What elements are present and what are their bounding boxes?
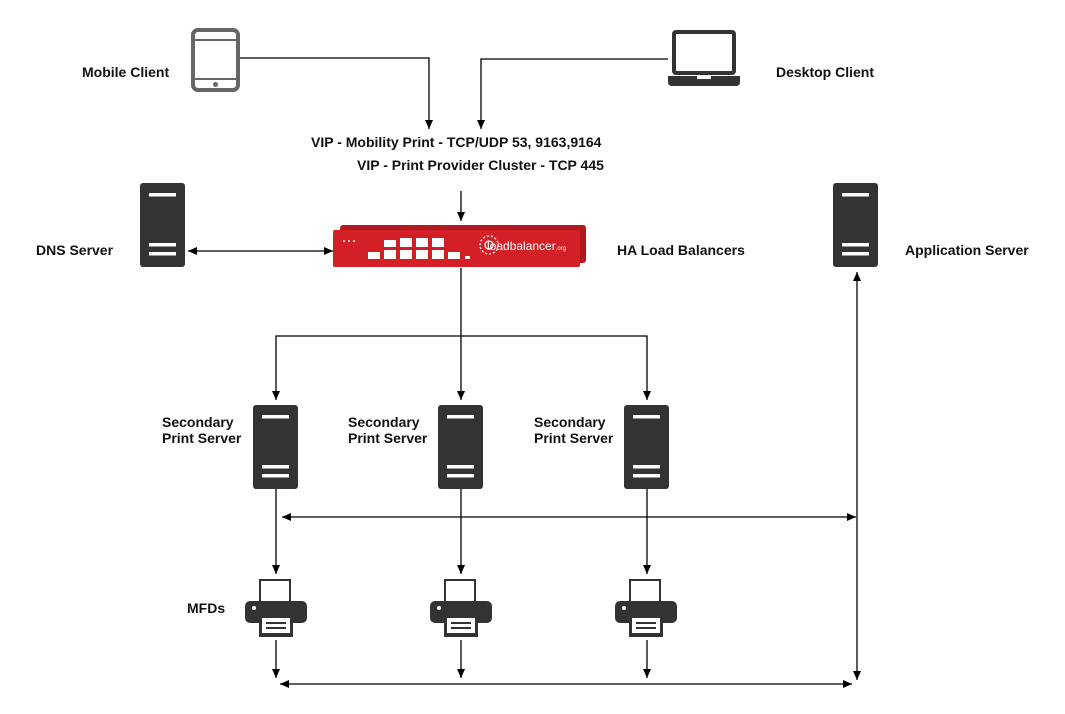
load-balancer-brand-text: loadbalancer.org — [487, 239, 566, 253]
print-server-2-line1: Secondary — [348, 414, 420, 430]
print-server-3-line1: Secondary — [534, 414, 606, 430]
mobile-client-label: Mobile Client — [82, 64, 170, 80]
dns-server-icon — [140, 183, 185, 267]
desktop-client-label: Desktop Client — [776, 64, 875, 80]
connectors — [188, 57, 861, 688]
application-server-label: Application Server — [905, 242, 1029, 258]
print-server-1-icon — [253, 405, 298, 489]
print-server-2-line2: Print Server — [348, 430, 428, 446]
print-server-1-line2: Print Server — [162, 430, 242, 446]
vip-print-provider-label: VIP - Print Provider Cluster - TCP 445 — [357, 157, 604, 173]
dns-server-label: DNS Server — [36, 242, 114, 258]
brand-text: loadbalancer — [487, 239, 556, 253]
connector-lb-branch-right — [461, 335, 651, 400]
connector-lb-branch-left — [272, 335, 461, 400]
application-server-icon — [833, 183, 878, 267]
print-server-3-icon — [624, 405, 669, 489]
vip-mobility-print-label: VIP - Mobility Print - TCP/UDP 53, 9163,… — [311, 134, 602, 150]
mfd-1-printer-icon — [244, 579, 308, 638]
mfds-label: MFDs — [187, 600, 226, 616]
print-server-1-label: Secondary Print Server — [162, 414, 241, 446]
mfd-2-printer-icon — [429, 579, 493, 638]
laptop-icon — [668, 30, 740, 86]
connector-mobile-to-vip — [238, 57, 433, 129]
mfd-3-printer-icon — [614, 579, 678, 638]
mobile-phone-icon — [191, 28, 240, 92]
connector-desktop-to-vip — [477, 58, 668, 129]
print-server-3-line2: Print Server — [534, 430, 614, 446]
load-balancers-label: HA Load Balancers — [617, 242, 745, 258]
brand-suffix: .org — [556, 246, 566, 252]
print-server-2-icon — [438, 405, 483, 489]
print-server-1-line1: Secondary — [162, 414, 234, 430]
print-server-3-label: Secondary Print Server — [534, 414, 613, 446]
print-server-2-label: Secondary Print Server — [348, 414, 427, 446]
load-balancer-appliance-icon: loadbalancer.org — [333, 225, 586, 267]
